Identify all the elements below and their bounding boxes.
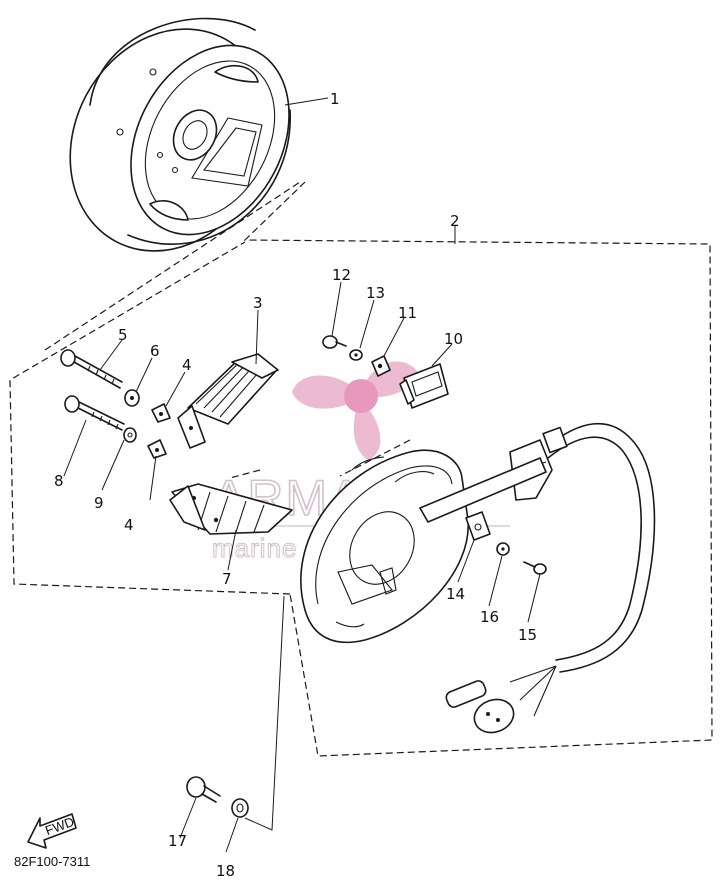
callout-17: 17: [168, 832, 187, 850]
connector-part: [399, 363, 449, 409]
callout-4-upper: 4: [182, 356, 192, 374]
callout-1: 1: [330, 90, 340, 108]
flywheel-rotor-part: [69, 17, 291, 252]
cable-clamp-part: [465, 511, 491, 541]
callout-leader-lines: [63, 97, 541, 853]
callout-numbers: 1 2 3 4 4 5 6 7 8 9 10 11 12 13 14 15 16…: [54, 90, 537, 880]
callout-5: 5: [118, 326, 128, 344]
callout-6: 6: [150, 342, 160, 360]
callout-7: 7: [222, 570, 232, 588]
callout-15: 15: [518, 626, 537, 644]
clip-4-upper-icon: [151, 403, 171, 423]
bolt-8-icon: [64, 395, 125, 431]
callout-3: 3: [253, 294, 263, 312]
callout-18: 18: [216, 862, 235, 880]
screw-12-icon: [322, 335, 347, 349]
callout-10: 10: [444, 330, 463, 348]
washer-16-icon: [496, 542, 510, 556]
callout-8: 8: [54, 472, 64, 490]
stator-base-plate-part: [300, 449, 469, 644]
callout-13: 13: [366, 284, 385, 302]
callout-9: 9: [94, 494, 104, 512]
callout-2: 2: [450, 212, 460, 230]
bolt-17-icon: [186, 776, 221, 803]
callout-12: 12: [332, 266, 351, 284]
charge-coil-part: [169, 483, 293, 535]
callout-16: 16: [480, 608, 499, 626]
washer-9-icon: [123, 427, 137, 443]
wire-clip-part: [371, 355, 391, 377]
bolt-5-icon: [60, 349, 123, 389]
washer-6-icon: [124, 389, 140, 407]
callout-4-lower: 4: [124, 516, 134, 534]
fastener-hardware-group: [60, 335, 547, 818]
clip-4-lower-icon: [147, 439, 167, 459]
part-code-text: 82F100-7311: [14, 854, 90, 869]
stator-assembly-outline: [9, 181, 713, 757]
callout-14: 14: [446, 585, 465, 603]
washer-13-icon: [349, 349, 363, 361]
pulser-coil-and-cable-part: [419, 422, 656, 734]
washer-18-icon: [231, 798, 249, 818]
lighting-coil-part: [177, 353, 279, 449]
callout-11: 11: [398, 304, 417, 322]
screw-15-icon: [523, 561, 547, 575]
forward-direction-arrow-icon: FWD: [27, 813, 77, 849]
